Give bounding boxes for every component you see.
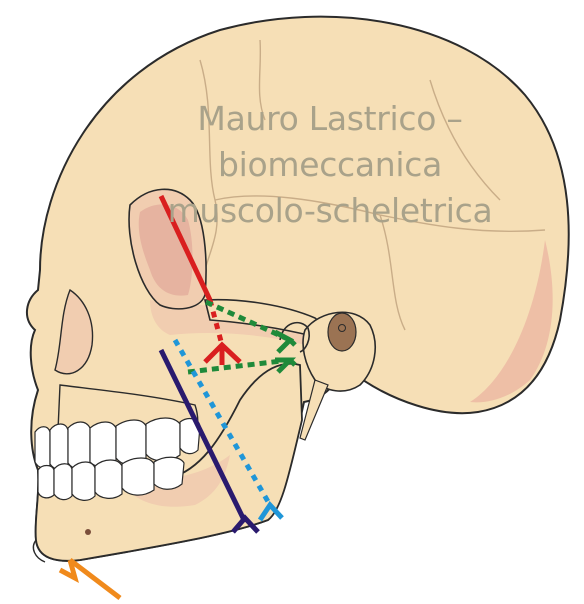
chin-contour bbox=[32, 539, 46, 563]
mental-foramen bbox=[85, 529, 91, 535]
teeth bbox=[34, 417, 201, 501]
green-force-vector bbox=[187, 299, 297, 375]
cheek-shading bbox=[150, 300, 305, 345]
watermark-line-1: Mauro Lastrico – bbox=[197, 99, 463, 138]
cranial-sutures bbox=[199, 39, 546, 331]
mandibular-condyle bbox=[279, 321, 310, 353]
red-force-vector bbox=[158, 194, 242, 365]
styloid-process bbox=[299, 379, 329, 441]
blue-force-vector bbox=[172, 338, 284, 522]
orange-force-vector bbox=[58, 558, 122, 600]
navy-force-vector bbox=[158, 348, 260, 534]
watermark-line-3: muscolo-scheletrica bbox=[167, 191, 493, 230]
orbit-shadow bbox=[138, 204, 193, 296]
occipital-shading bbox=[470, 240, 553, 403]
nasal-aperture bbox=[54, 288, 94, 375]
watermark-line-2: biomeccanica bbox=[217, 145, 443, 184]
mastoid-process bbox=[302, 311, 376, 392]
